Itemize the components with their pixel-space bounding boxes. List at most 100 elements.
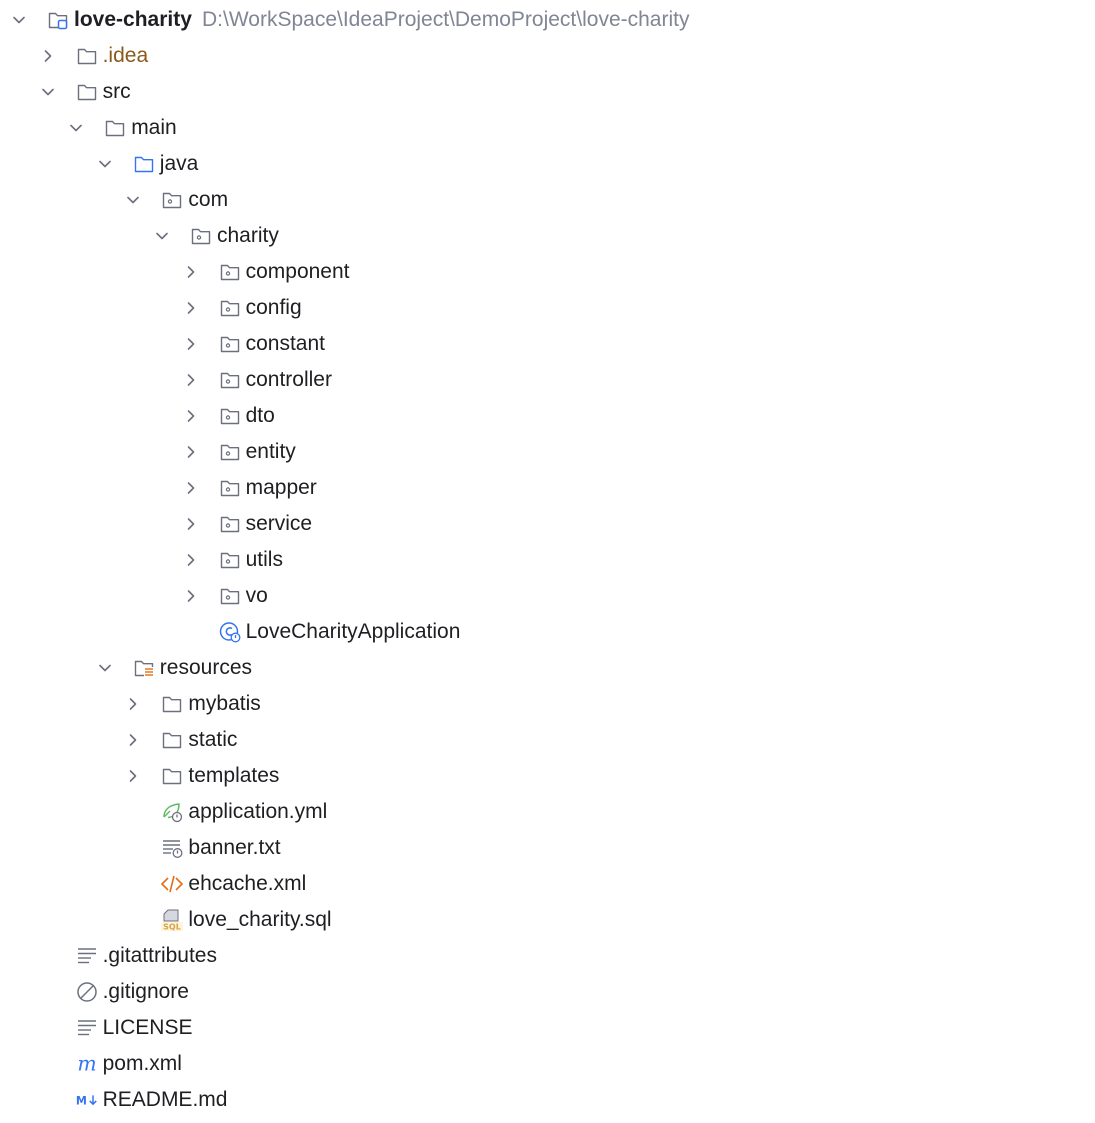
tree-item-label: banner.txt bbox=[188, 836, 281, 859]
tree-item-label: constant bbox=[245, 332, 325, 355]
markdown-icon: M bbox=[75, 1088, 99, 1112]
package-icon bbox=[218, 332, 242, 356]
tree-row-static[interactable]: static bbox=[0, 722, 1095, 758]
tree-row-license[interactable]: LICENSE bbox=[0, 1010, 1095, 1046]
tree-row-vo[interactable]: vo bbox=[0, 578, 1095, 614]
tree-row-config[interactable]: config bbox=[0, 290, 1095, 326]
tree-row-charity[interactable]: charity bbox=[0, 218, 1095, 254]
tree-row-mapper[interactable]: mapper bbox=[0, 470, 1095, 506]
tree-row-ehcache-xml[interactable]: ehcache.xml bbox=[0, 866, 1095, 902]
tree-item-label: application.yml bbox=[188, 800, 328, 823]
tree-item-label: static bbox=[188, 728, 238, 751]
tree-item-label: dto bbox=[245, 404, 275, 427]
folder-icon bbox=[75, 80, 99, 104]
package-icon bbox=[218, 368, 242, 392]
text-lines-icon bbox=[75, 1016, 99, 1040]
tree-item-label: pom.xml bbox=[102, 1052, 182, 1075]
chevron-right-icon[interactable] bbox=[125, 768, 141, 784]
chevron-right-icon[interactable] bbox=[40, 48, 56, 64]
tree-row-main[interactable]: main bbox=[0, 110, 1095, 146]
tree-row-banner-txt[interactable]: banner.txt bbox=[0, 830, 1095, 866]
tree-row-pom-xml[interactable]: m pom.xml bbox=[0, 1046, 1095, 1082]
resources-folder-icon bbox=[132, 656, 156, 680]
package-icon bbox=[160, 188, 184, 212]
package-icon bbox=[218, 440, 242, 464]
chevron-right-icon[interactable] bbox=[183, 444, 199, 460]
chevron-right-icon[interactable] bbox=[183, 588, 199, 604]
chevron-down-icon[interactable] bbox=[97, 660, 113, 676]
tree-item-label: mapper bbox=[245, 476, 317, 499]
tree-row-utils[interactable]: utils bbox=[0, 542, 1095, 578]
tree-row-component[interactable]: component bbox=[0, 254, 1095, 290]
tree-row-controller[interactable]: controller bbox=[0, 362, 1095, 398]
tree-item-label: ehcache.xml bbox=[188, 872, 307, 895]
tree-item-label: charity bbox=[217, 224, 279, 247]
tree-item-label: config bbox=[245, 296, 302, 319]
package-icon bbox=[218, 260, 242, 284]
tree-row-gitignore[interactable]: .gitignore bbox=[0, 974, 1095, 1010]
tree-item-label: entity bbox=[245, 440, 296, 463]
spring-boot-class-icon bbox=[218, 620, 242, 644]
chevron-right-icon[interactable] bbox=[183, 552, 199, 568]
tree-item-label: LICENSE bbox=[102, 1016, 193, 1039]
maven-icon: m bbox=[75, 1052, 99, 1076]
tree-item-label: com bbox=[188, 188, 229, 211]
package-icon bbox=[218, 404, 242, 428]
tree-item-label: .idea bbox=[102, 44, 149, 67]
tree-item-label: love-charity bbox=[74, 8, 192, 31]
tree-row-lovecharityapplication[interactable]: LoveCharityApplication bbox=[0, 614, 1095, 650]
tree-row-templates[interactable]: templates bbox=[0, 758, 1095, 794]
chevron-down-icon[interactable] bbox=[11, 12, 27, 28]
source-folder-icon bbox=[132, 152, 156, 176]
svg-text:m: m bbox=[77, 1052, 96, 1075]
chevron-right-icon[interactable] bbox=[183, 516, 199, 532]
tree-row-mybatis[interactable]: mybatis bbox=[0, 686, 1095, 722]
chevron-right-icon[interactable] bbox=[125, 732, 141, 748]
tree-item-label: service bbox=[245, 512, 313, 535]
package-icon bbox=[218, 548, 242, 572]
chevron-right-icon[interactable] bbox=[125, 696, 141, 712]
package-icon bbox=[218, 512, 242, 536]
ignore-file-icon bbox=[75, 980, 99, 1004]
chevron-right-icon[interactable] bbox=[183, 336, 199, 352]
tree-row-idea[interactable]: .idea bbox=[0, 38, 1095, 74]
tree-row-com[interactable]: com bbox=[0, 182, 1095, 218]
chevron-right-icon[interactable] bbox=[183, 408, 199, 424]
tree-row-gitattributes[interactable]: .gitattributes bbox=[0, 938, 1095, 974]
chevron-right-icon[interactable] bbox=[183, 300, 199, 316]
package-icon bbox=[218, 476, 242, 500]
tree-row-application-yml[interactable]: application.yml bbox=[0, 794, 1095, 830]
chevron-down-icon[interactable] bbox=[154, 228, 170, 244]
tree-item-label: LoveCharityApplication bbox=[245, 620, 461, 643]
chevron-right-icon[interactable] bbox=[183, 480, 199, 496]
tree-row-src[interactable]: src bbox=[0, 74, 1095, 110]
tree-item-label: component bbox=[245, 260, 350, 283]
spring-config-icon bbox=[160, 800, 184, 824]
tree-item-label: java bbox=[159, 152, 199, 175]
module-folder-icon bbox=[46, 8, 70, 32]
chevron-down-icon[interactable] bbox=[40, 84, 56, 100]
tree-row-love-charity[interactable]: love-charity D:\WorkSpace\IdeaProject\Dem… bbox=[0, 2, 1095, 38]
tree-item-label: .gitattributes bbox=[102, 944, 217, 967]
project-path: D:\WorkSpace\IdeaProject\DemoProject\lov… bbox=[202, 8, 690, 31]
tree-item-label: controller bbox=[245, 368, 332, 391]
tree-row-entity[interactable]: entity bbox=[0, 434, 1095, 470]
tree-item-label: vo bbox=[245, 584, 268, 607]
svg-text:M: M bbox=[76, 1095, 87, 1108]
svg-text:SQL: SQL bbox=[164, 923, 182, 932]
chevron-down-icon[interactable] bbox=[68, 120, 84, 136]
chevron-right-icon[interactable] bbox=[183, 264, 199, 280]
chevron-down-icon[interactable] bbox=[97, 156, 113, 172]
chevron-down-icon[interactable] bbox=[125, 192, 141, 208]
tree-item-label: main bbox=[131, 116, 177, 139]
package-icon bbox=[218, 296, 242, 320]
text-lines-icon bbox=[75, 944, 99, 968]
tree-row-dto[interactable]: dto bbox=[0, 398, 1095, 434]
chevron-right-icon[interactable] bbox=[183, 372, 199, 388]
tree-row-constant[interactable]: constant bbox=[0, 326, 1095, 362]
tree-row-resources[interactable]: resources bbox=[0, 650, 1095, 686]
tree-row-java[interactable]: java bbox=[0, 146, 1095, 182]
tree-row-service[interactable]: service bbox=[0, 506, 1095, 542]
